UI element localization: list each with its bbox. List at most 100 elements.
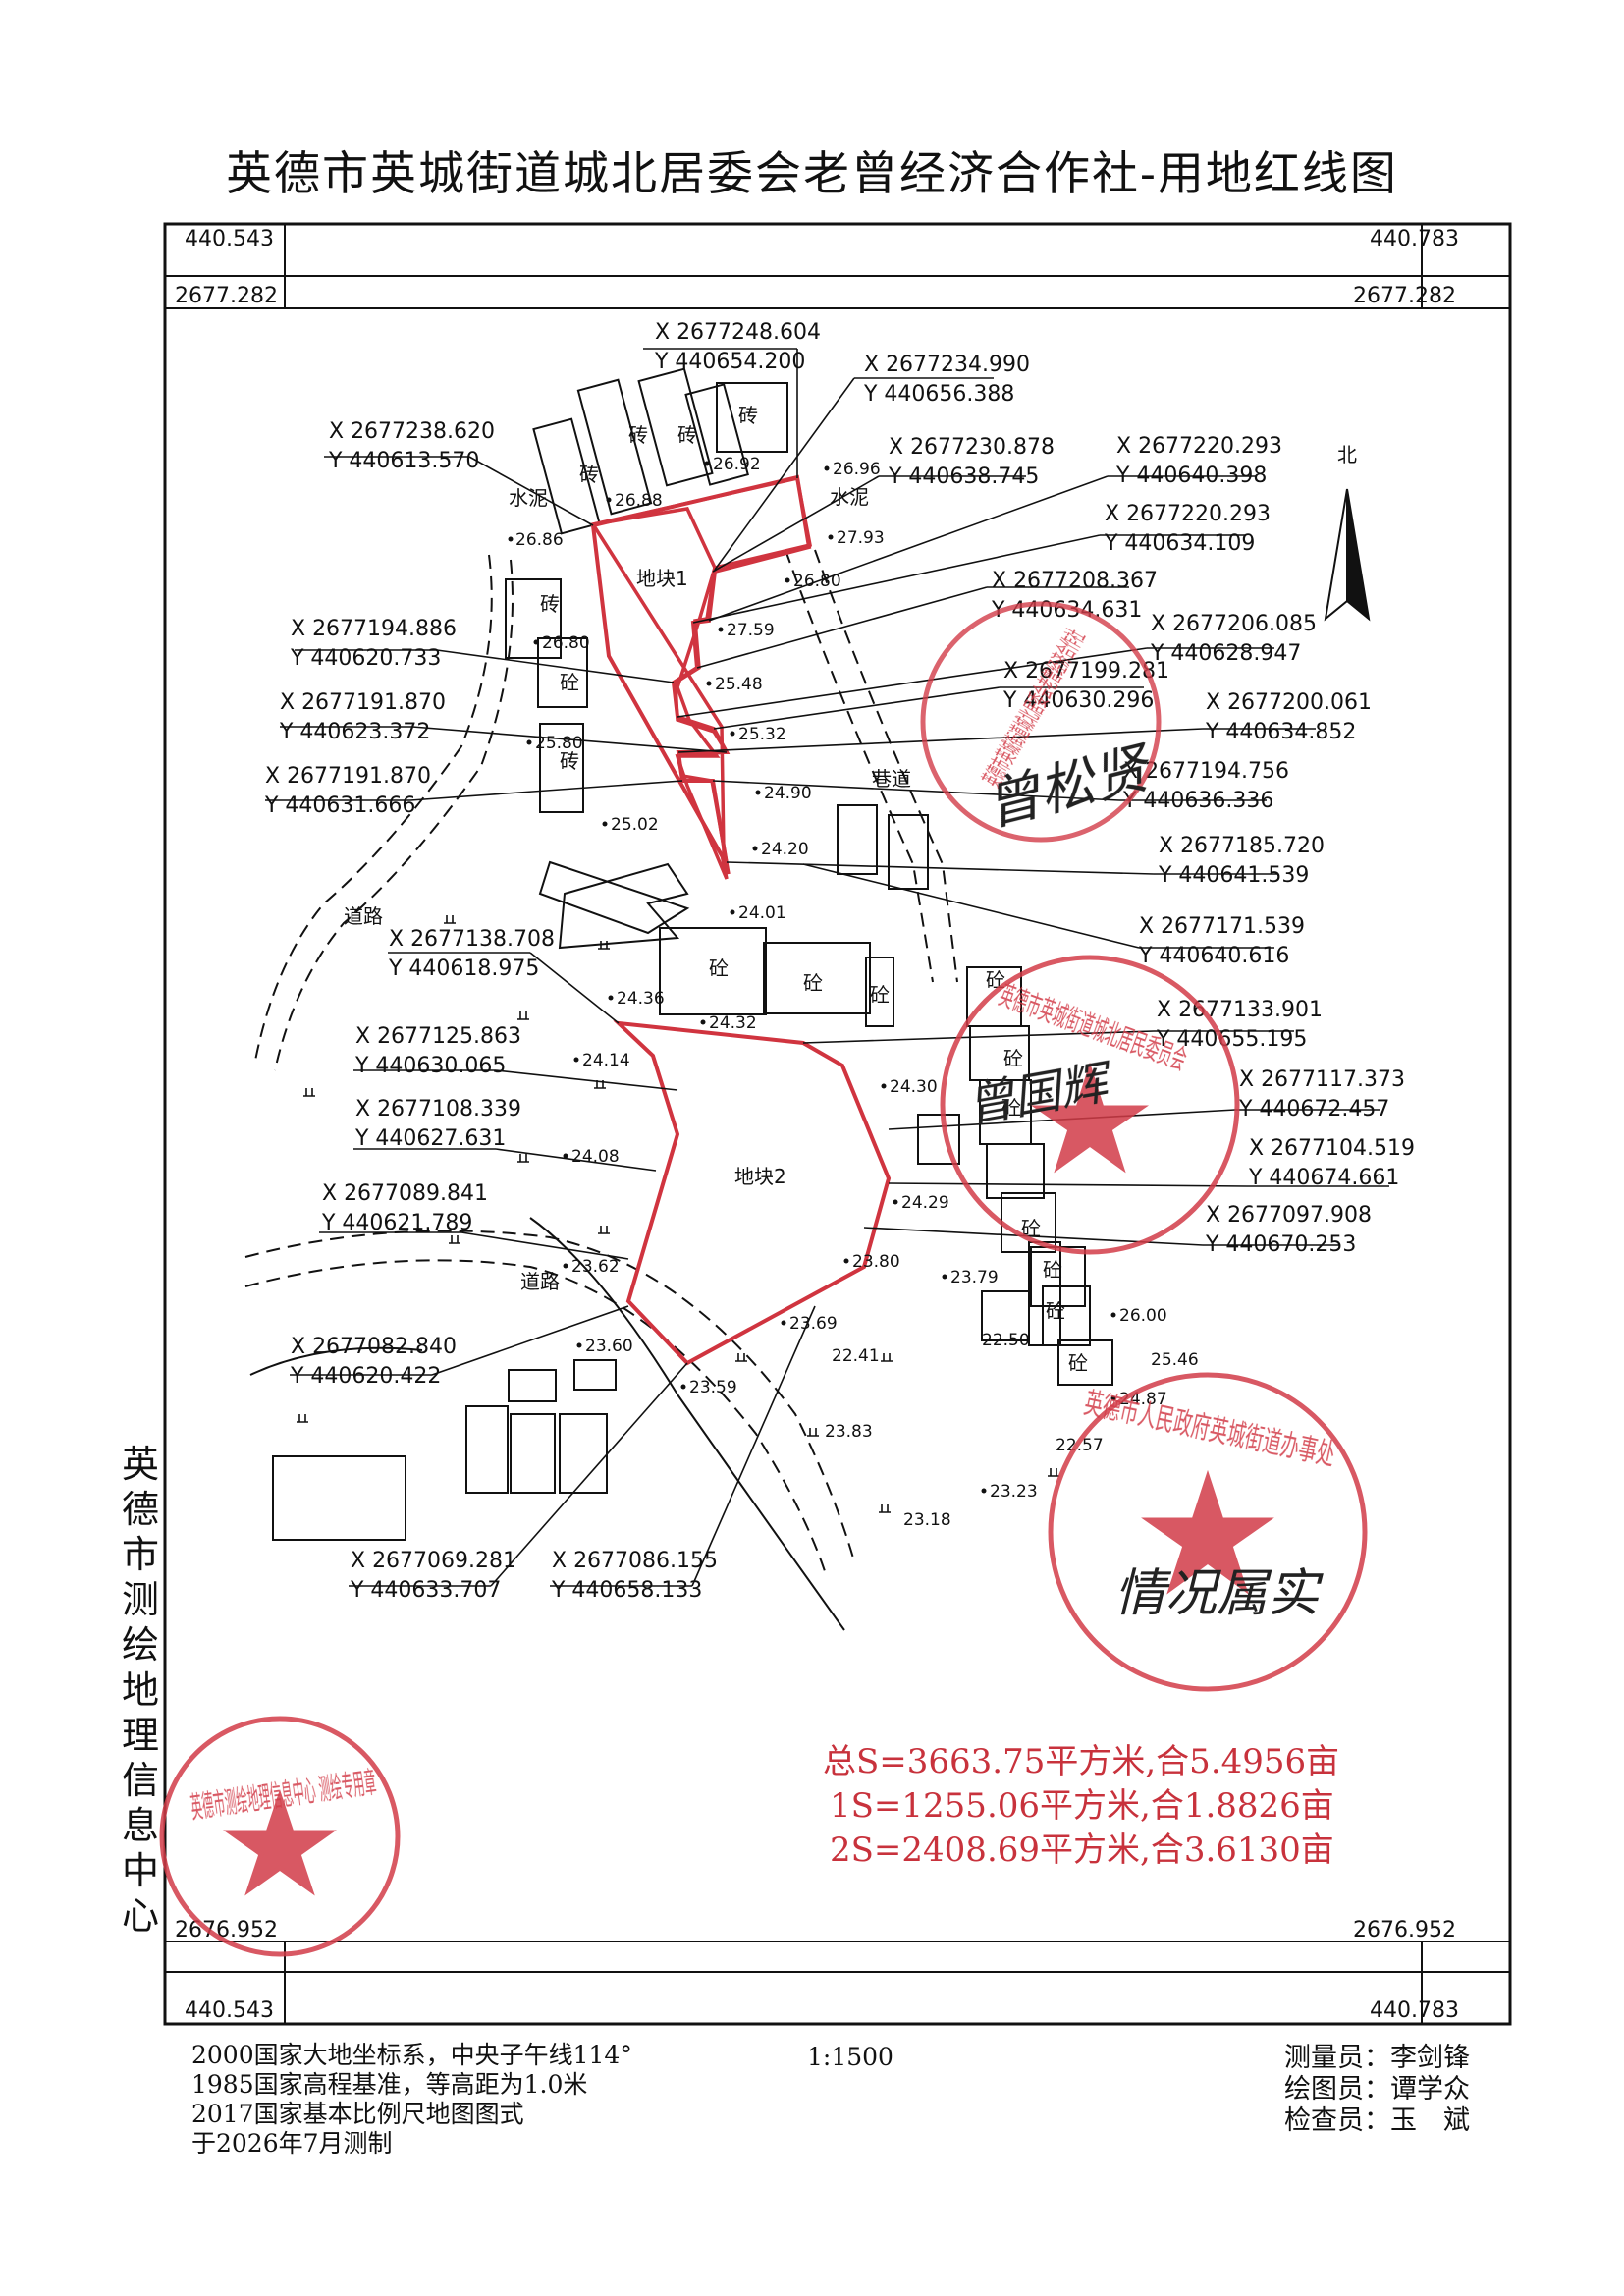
survey-date: 于2026年7月测制	[191, 2129, 393, 2158]
parcel-2-label: 地块2	[734, 1165, 786, 1188]
svg-text:砼: 砼	[870, 983, 890, 1007]
svg-text:Y 440630.296: Y 440630.296	[1002, 688, 1154, 713]
svg-text:砖: 砖	[560, 749, 579, 773]
svg-text:X 2677185.720: X 2677185.720	[1159, 834, 1325, 858]
svg-text:23.69: 23.69	[789, 1314, 838, 1334]
svg-text:X 2677206.085: X 2677206.085	[1151, 612, 1317, 636]
svg-text:Y 440633.707: Y 440633.707	[350, 1578, 501, 1603]
svg-text:砼: 砼	[709, 957, 729, 980]
frame-coord-br-x: 440.783	[1370, 1998, 1459, 2023]
svg-text:Y 440636.336: Y 440636.336	[1122, 789, 1273, 813]
staff-row: 测量员：李剑锋	[1284, 2043, 1470, 2073]
svg-text:Y 440638.745: Y 440638.745	[888, 465, 1039, 489]
map-metadata: 2000国家大地坐标系，中央子午线114° 1985国家高程基准，等高距为1.0…	[191, 2041, 632, 2159]
svg-text:25.80: 25.80	[535, 734, 583, 753]
svg-text:25.46: 25.46	[1151, 1350, 1199, 1370]
svg-text:24.90: 24.90	[764, 784, 812, 803]
svg-text:X 2677086.155: X 2677086.155	[552, 1549, 718, 1573]
frame-coord-top-right-y: 2677.282	[1353, 284, 1456, 308]
svg-text:砼: 砼	[1046, 1299, 1065, 1323]
coordinate-system: 2000国家大地坐标系，中央子午线114°	[191, 2041, 632, 2069]
svg-text:Y 440618.975: Y 440618.975	[388, 957, 539, 981]
svg-text:砼: 砼	[1068, 1351, 1088, 1375]
parcel-2-boundary	[613, 1020, 892, 1366]
svg-text:25.02: 25.02	[611, 815, 659, 835]
svg-text:Y 440640.616: Y 440640.616	[1138, 944, 1289, 968]
svg-text:24.14: 24.14	[582, 1051, 630, 1070]
svg-text:24.08: 24.08	[571, 1147, 620, 1167]
svg-text:Y 440613.570: Y 440613.570	[328, 449, 479, 473]
svg-text:砼: 砼	[803, 971, 823, 995]
seal-surveying-center	[159, 1716, 401, 1957]
svg-text:砖: 砖	[628, 423, 648, 447]
svg-text:26.00: 26.00	[1119, 1306, 1167, 1326]
frame-coord-tl-x: 440.543	[185, 227, 274, 251]
svg-text:26.88: 26.88	[615, 491, 663, 511]
surveyor-organization-label: 英德市测绘地理信息中心	[121, 1443, 159, 1938]
svg-text:砼: 砼	[1021, 1217, 1041, 1240]
svg-text:26.80: 26.80	[542, 633, 590, 653]
map-title: 英德市英城街道城北居委会老曾经济合作社-用地红线图	[226, 147, 1398, 201]
svg-text:27.59: 27.59	[727, 621, 775, 640]
svg-text:Y 440640.398: Y 440640.398	[1115, 464, 1267, 488]
svg-text:26.96: 26.96	[833, 460, 881, 479]
frame-coord-bottom-left-y: 2676.952	[175, 1918, 278, 1942]
svg-text:北: 北	[1337, 443, 1357, 466]
map-frame	[163, 222, 1512, 2026]
frame-coord-bl-x: 440.543	[185, 1998, 274, 2023]
svg-text:Y 440672.457: Y 440672.457	[1238, 1097, 1389, 1121]
svg-text:砖: 砖	[540, 592, 560, 616]
svg-text:X 2677191.870: X 2677191.870	[265, 764, 431, 789]
svg-text:23.80: 23.80	[852, 1252, 900, 1272]
svg-text:23.60: 23.60	[585, 1337, 633, 1356]
svg-text:X 2677220.293: X 2677220.293	[1105, 502, 1271, 526]
area-summary: 总S=3663.75平方米,合5.4956亩 1S=1255.06平方米,合1.…	[823, 1742, 1339, 1870]
svg-text:砖: 砖	[579, 463, 599, 486]
frame-coord-top-left-y: 2677.282	[175, 284, 278, 308]
elevation-points: 26.86 26.88 26.92 26.96 27.93 26.80 27.5…	[508, 455, 1199, 1530]
svg-text:24.32: 24.32	[709, 1013, 757, 1033]
svg-text:Y 440634.631: Y 440634.631	[991, 598, 1142, 623]
svg-text:23.62: 23.62	[571, 1257, 620, 1277]
svg-text:X 2677138.708: X 2677138.708	[389, 927, 555, 952]
frame-coord-bottom-right-y: 2676.952	[1353, 1918, 1456, 1942]
svg-text:砼: 砼	[1003, 1047, 1023, 1070]
svg-text:24.36: 24.36	[617, 989, 665, 1009]
svg-text:砼: 砼	[1043, 1258, 1062, 1282]
svg-text:砖: 砖	[738, 404, 758, 427]
svg-text:X 2677234.990: X 2677234.990	[864, 353, 1030, 377]
building-labels: 砖 砖 砖 砖 砖 砼 砖 砼 砼 砼 砼 砼 砼 砼 砼 砼 砼 水泥 水泥 …	[344, 404, 1088, 1375]
svg-text:Y 440641.539: Y 440641.539	[1158, 863, 1309, 888]
svg-text:Y 440620.422: Y 440620.422	[290, 1364, 441, 1389]
svg-text:砖: 砖	[677, 423, 697, 447]
svg-text:道路: 道路	[520, 1270, 560, 1293]
svg-text:道路: 道路	[344, 904, 383, 928]
svg-text:X 2677230.878: X 2677230.878	[889, 435, 1055, 460]
seal-cooperative	[920, 601, 1162, 843]
svg-text:X 2677208.367: X 2677208.367	[992, 569, 1158, 593]
staff-row: 检查员：玉 斌	[1284, 2105, 1470, 2136]
svg-text:X 2677108.339: X 2677108.339	[355, 1097, 521, 1121]
svg-text:X 2677117.373: X 2677117.373	[1239, 1067, 1405, 1092]
buildings	[272, 367, 1113, 1541]
svg-text:Y 440627.631: Y 440627.631	[354, 1126, 506, 1151]
svg-text:X 2677082.840: X 2677082.840	[291, 1335, 457, 1359]
svg-text:Y 440620.733: Y 440620.733	[290, 646, 441, 671]
svg-text:Y 440628.947: Y 440628.947	[1150, 641, 1301, 666]
area-parcel-1: 1S=1255.06平方米,合1.8826亩	[830, 1786, 1334, 1826]
svg-text:Y 440656.388: Y 440656.388	[863, 382, 1014, 407]
staff-row: 绘图员：谭学众	[1284, 2074, 1470, 2105]
svg-text:24.01: 24.01	[738, 903, 786, 923]
svg-text:Y 440634.109: Y 440634.109	[1104, 531, 1255, 556]
svg-text:X 2677104.519: X 2677104.519	[1249, 1136, 1415, 1161]
svg-text:23.83: 23.83	[825, 1422, 873, 1442]
svg-text:24.30: 24.30	[890, 1077, 938, 1097]
svg-text:X 2677125.863: X 2677125.863	[355, 1024, 521, 1049]
svg-text:X 2677238.620: X 2677238.620	[329, 419, 495, 444]
svg-text:X 2677200.061: X 2677200.061	[1206, 690, 1372, 715]
svg-text:26.80: 26.80	[793, 572, 841, 591]
svg-text:巷道: 巷道	[872, 767, 911, 791]
signature-3: 情况属实	[1114, 1564, 1324, 1623]
